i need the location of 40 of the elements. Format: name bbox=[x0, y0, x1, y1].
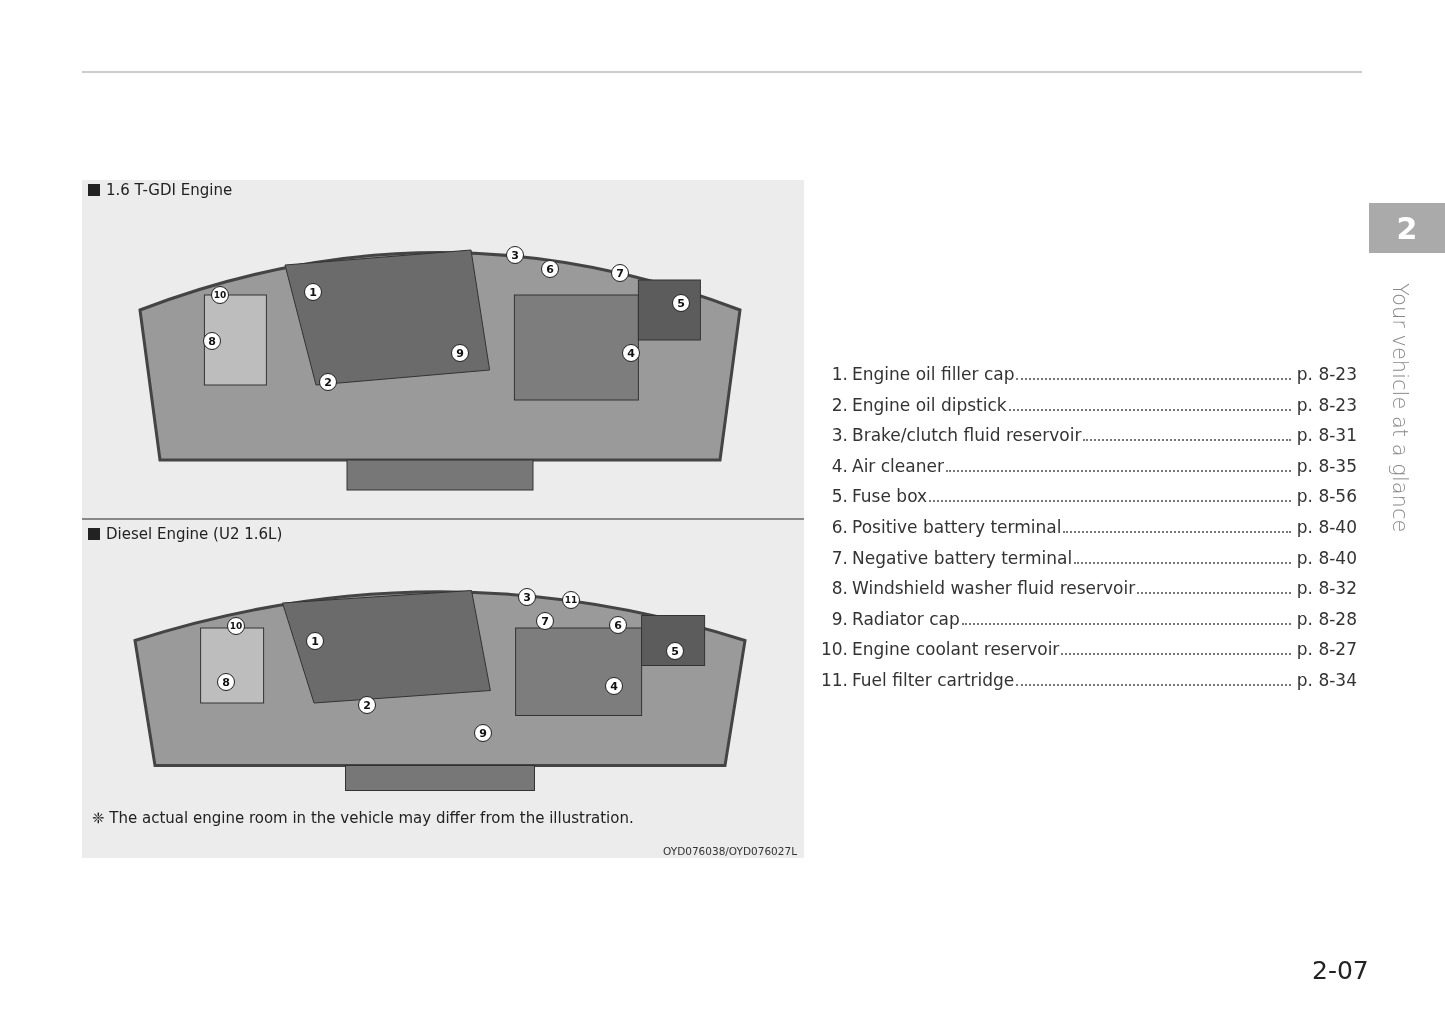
part-name: Brake/clutch fluid reservoir bbox=[852, 425, 1082, 446]
item-number: 3. bbox=[830, 425, 848, 446]
page-reference: p. 8-31 bbox=[1296, 425, 1357, 446]
item-number: 5. bbox=[830, 486, 848, 507]
item-number: 8. bbox=[830, 578, 848, 599]
item-number: 9. bbox=[830, 608, 848, 629]
part-name: Windshield washer fluid reservoir bbox=[852, 578, 1136, 599]
page-reference: p. 8-40 bbox=[1296, 517, 1357, 537]
item-number: 11. bbox=[819, 670, 848, 690]
item-number: 7. bbox=[830, 547, 848, 568]
page-reference: p. 8-28 bbox=[1296, 608, 1357, 629]
section-heading: Diesel Engine (U2 1.6L) bbox=[106, 525, 283, 543]
page-reference: p. 8-23 bbox=[1296, 364, 1357, 384]
part-name: Engine oil filler cap bbox=[852, 364, 1015, 384]
page-reference: p. 8-40 bbox=[1296, 547, 1357, 568]
item-number: 6. bbox=[830, 517, 848, 537]
item-number: 4. bbox=[830, 455, 848, 476]
page-reference: p. 8-35 bbox=[1296, 455, 1357, 476]
part-name: Negative battery terminal bbox=[852, 547, 1073, 568]
item-number: 1. bbox=[830, 364, 848, 384]
chapter-tab: 2 bbox=[1369, 203, 1445, 253]
image-code: OYD076038/OYD076027L bbox=[663, 845, 797, 857]
part-name: Positive battery terminal bbox=[852, 517, 1062, 537]
chapter-title: Your vehicle at a glance bbox=[1388, 283, 1412, 533]
part-name: Engine coolant reservoir bbox=[852, 639, 1060, 660]
part-name: Fuse box bbox=[852, 486, 928, 507]
item-number: 10. bbox=[819, 639, 848, 660]
section-heading: 1.6 T-GDI Engine bbox=[106, 181, 233, 199]
note: ❈ The actual engine room in the vehicle may differ from the illustration. bbox=[92, 809, 634, 827]
page-reference: p. 8-27 bbox=[1296, 639, 1357, 660]
part-name: Fuel filter cartridge bbox=[852, 670, 1015, 690]
item-number: 2. bbox=[830, 394, 848, 415]
page-reference: p. 8-32 bbox=[1296, 578, 1357, 599]
page-reference: p. 8-34 bbox=[1296, 670, 1357, 690]
page-reference: p. 8-56 bbox=[1296, 486, 1357, 507]
page-reference: p. 8-23 bbox=[1296, 394, 1357, 415]
part-name: Engine oil dipstick bbox=[852, 394, 1007, 415]
page-number: 2-07 bbox=[1312, 956, 1369, 985]
part-name: Air cleaner bbox=[852, 455, 944, 476]
part-name: Radiator cap bbox=[852, 608, 960, 629]
